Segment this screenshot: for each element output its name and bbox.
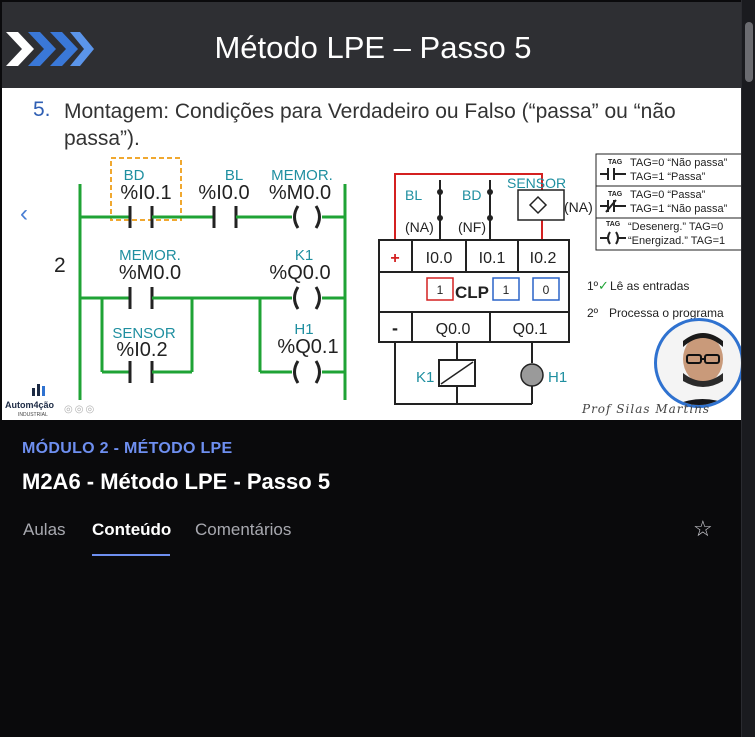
svg-text:TAG: TAG bbox=[608, 159, 623, 166]
slide-title: Método LPE – Passo 5 bbox=[214, 30, 532, 65]
active-tab-indicator bbox=[92, 554, 170, 556]
svg-text:1º: 1º bbox=[587, 279, 599, 293]
svg-text:BD: BD bbox=[462, 187, 481, 203]
ladder-diagram: 2 BD %I0.1 BL %I0.0 MEMOR. %M0.0 bbox=[54, 153, 744, 405]
svg-text:MEMOR.: MEMOR. bbox=[271, 167, 333, 184]
svg-text:MEMOR.: MEMOR. bbox=[119, 247, 181, 264]
svg-text:%I0.2: %I0.2 bbox=[116, 339, 167, 361]
video-player[interactable]: Método LPE – Passo 5 5. Montagem: Condiç… bbox=[2, 2, 744, 420]
svg-text:I0.1: I0.1 bbox=[479, 250, 506, 267]
svg-text:TAG: TAG bbox=[608, 191, 623, 198]
slide-header: Método LPE – Passo 5 bbox=[2, 2, 744, 88]
svg-text:1: 1 bbox=[503, 283, 510, 297]
svg-text:%M0.0: %M0.0 bbox=[119, 262, 181, 284]
svg-text:%I0.0: %I0.0 bbox=[198, 182, 249, 204]
svg-text:%Q0.1: %Q0.1 bbox=[277, 336, 338, 358]
svg-text:%Q0.0: %Q0.0 bbox=[269, 262, 330, 284]
svg-text:(NA): (NA) bbox=[564, 199, 593, 215]
svg-text:✓: ✓ bbox=[598, 278, 609, 293]
chevron-left-icon[interactable]: ‹ bbox=[20, 200, 28, 227]
brand-logo-icon bbox=[32, 384, 45, 396]
lesson-title: M2A6 - Método LPE - Passo 5 bbox=[22, 469, 331, 494]
svg-text:SENSOR: SENSOR bbox=[112, 325, 176, 342]
lesson-tabs: Aulas Conteúdo Comentários ☆ bbox=[0, 516, 742, 560]
svg-text:SENSOR: SENSOR bbox=[507, 175, 566, 191]
svg-text:H1: H1 bbox=[548, 369, 567, 386]
chevrons-logo-icon bbox=[6, 32, 94, 66]
svg-text:0: 0 bbox=[543, 283, 550, 297]
presenter-avatar bbox=[654, 318, 744, 408]
svg-text:-: - bbox=[392, 318, 398, 338]
svg-text:K1: K1 bbox=[416, 369, 434, 386]
svg-text:“Energizad.” TAG=1: “Energizad.” TAG=1 bbox=[628, 235, 725, 247]
svg-text:(NA): (NA) bbox=[405, 219, 434, 235]
svg-text:2º: 2º bbox=[587, 306, 599, 320]
svg-text:BD: BD bbox=[124, 167, 145, 184]
highlight-box bbox=[110, 157, 182, 221]
star-icon[interactable]: ☆ bbox=[693, 516, 713, 541]
svg-text:H1: H1 bbox=[294, 321, 313, 338]
svg-text:CLP: CLP bbox=[455, 283, 489, 302]
svg-text:%I0.1: %I0.1 bbox=[120, 182, 171, 204]
svg-text:Lê as entradas: Lê as entradas bbox=[610, 279, 689, 293]
module-label: MÓDULO 2 - MÉTODO LPE bbox=[22, 440, 233, 457]
svg-text:Q0.1: Q0.1 bbox=[513, 321, 548, 338]
svg-text:Processa o programa: Processa o programa bbox=[609, 306, 724, 320]
svg-text:“Desenerg.” TAG=0: “Desenerg.” TAG=0 bbox=[628, 221, 723, 233]
svg-text:TAG: TAG bbox=[606, 221, 621, 228]
svg-text:BL: BL bbox=[405, 187, 422, 203]
signature: Prof Silas Martins bbox=[582, 402, 711, 416]
brand-name: Autom4ção bbox=[5, 400, 55, 410]
scrollbar[interactable] bbox=[741, 0, 755, 737]
svg-text:Q0.0: Q0.0 bbox=[436, 321, 471, 338]
zoom-controls-icon[interactable]: ◎◎◎ bbox=[64, 404, 97, 415]
svg-text:1: 1 bbox=[437, 283, 444, 297]
svg-text:I0.2: I0.2 bbox=[530, 250, 557, 267]
tab-aulas[interactable]: Aulas bbox=[23, 520, 66, 539]
svg-text:BL: BL bbox=[225, 167, 243, 184]
svg-text:TAG=1 “Passa”: TAG=1 “Passa” bbox=[630, 171, 706, 183]
svg-text:+: + bbox=[390, 250, 399, 267]
tab-conteudo[interactable]: Conteúdo bbox=[92, 520, 172, 539]
svg-text:(NF): (NF) bbox=[458, 219, 486, 235]
scrollbar-thumb[interactable] bbox=[745, 22, 753, 82]
svg-text:TAG=0 “Passa”: TAG=0 “Passa” bbox=[630, 189, 706, 201]
slide-heading: Montagem: Condições para Verdadeiro ou F… bbox=[64, 100, 676, 150]
svg-text:TAG=1 “Não passa”: TAG=1 “Não passa” bbox=[630, 203, 728, 215]
svg-text:K1: K1 bbox=[295, 247, 313, 264]
rung-number: 2 bbox=[54, 254, 66, 277]
svg-text:TAG=0 “Não passa”: TAG=0 “Não passa” bbox=[630, 157, 728, 169]
step-number: 5. bbox=[33, 98, 51, 121]
brand-subtitle: INDUSTRIAL bbox=[18, 412, 48, 418]
svg-text:I0.0: I0.0 bbox=[426, 250, 453, 267]
tab-comentarios[interactable]: Comentários bbox=[195, 520, 292, 539]
svg-text:%M0.0: %M0.0 bbox=[269, 182, 331, 204]
